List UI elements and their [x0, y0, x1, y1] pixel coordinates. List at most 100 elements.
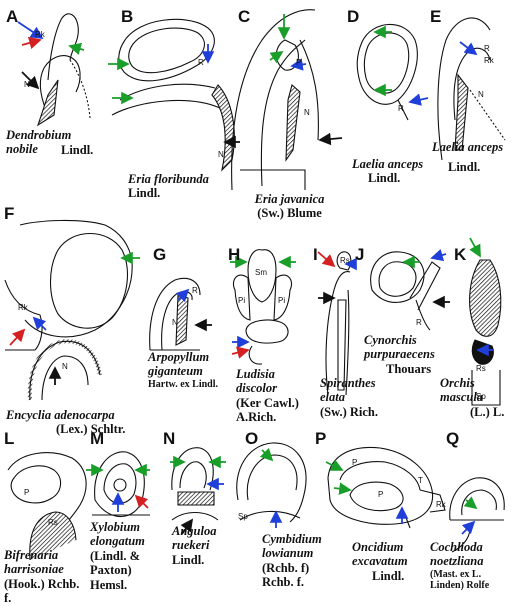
caption-k-species: Orchis mascula [440, 376, 484, 405]
panel-letter-m: M [90, 429, 105, 448]
label-pi-h-right: Pi [278, 296, 286, 305]
label-sp-k: Sp [476, 392, 486, 401]
panel-a-arrows [17, 21, 85, 90]
caption-p-author: Lindl. [372, 568, 405, 583]
label-sp-o: Sp [238, 512, 248, 521]
label-t-p: T [418, 476, 423, 485]
caption-h-author: (Ker Cawl.) A.Rich. [236, 395, 299, 425]
label-n-g: N [172, 318, 178, 327]
label-rk-e: Rk [484, 56, 494, 65]
panel-k-arrows [469, 237, 494, 357]
panel-letter-q: Q [446, 429, 460, 448]
panel-letter-k: K [454, 245, 467, 264]
label-n-c: N [304, 108, 310, 117]
label-rs-l: Rs [48, 518, 58, 527]
panel-j-arrows [402, 248, 450, 309]
panel-letter-o: O [245, 429, 259, 448]
label-r-g: R [192, 286, 198, 295]
panel-q-arrows [461, 496, 478, 535]
caption-l-species: Bifrenaria harrisoniae [4, 548, 64, 577]
label-rk-p: Rk [436, 500, 446, 509]
label-rk-f: Rk [18, 303, 28, 312]
caption-a: Dendrobium nobile Lindl. [6, 128, 116, 157]
panel-p-drawing [327, 446, 446, 529]
caption-j-author: Thouars [386, 361, 432, 376]
caption-m-species: Xylobium elongatum [90, 520, 145, 549]
panel-letter-i: I [313, 245, 318, 264]
caption-g-species: Arpopyllum giganteum [148, 350, 210, 379]
panel-n-arrows [170, 455, 226, 535]
caption-l: Bifrenaria harrisoniae (Hook.) Rchb. f. [4, 548, 86, 606]
caption-f: Encyclia adenocarpa (Lex.) Schltr. [6, 408, 146, 437]
caption-b: Eria floribunda Lindl. [128, 172, 238, 201]
label-p-p-top: P [352, 458, 358, 467]
caption-a-species: Dendrobium nobile [6, 128, 72, 157]
panel-d-arrows [373, 25, 429, 106]
panel-letter-f: F [4, 204, 15, 223]
caption-p: Oncidium excavatum Lindl. [352, 540, 428, 583]
caption-c-species: Eria javanica [254, 192, 325, 206]
caption-n-author: Lindl. [172, 552, 205, 567]
panel-i-arrows [317, 251, 357, 305]
caption-q-author: (Mast. ex L. Linden) Rolfe [430, 568, 490, 592]
panel-c-arrows [269, 14, 343, 146]
caption-i-species: Spiranthes elata [320, 376, 376, 405]
panel-g-arrows [175, 288, 212, 332]
panel-a-drawing [36, 13, 91, 127]
label-sm-h: Sm [255, 268, 267, 277]
label-n-f: N [62, 362, 68, 371]
caption-b-species: Eria floribunda [128, 172, 209, 186]
panel-letter-c: C [238, 7, 251, 26]
panel-letter-d: D [347, 7, 360, 26]
caption-o-species: Cymbidium lowianum [262, 532, 322, 561]
panel-letter-g: G [153, 245, 167, 264]
caption-n: Anguloa ruekeri Lindl. [172, 524, 234, 567]
panel-d-drawing [356, 23, 418, 121]
caption-q: Cochlioda noetzliana (Mast. ex L. Linden… [430, 540, 516, 592]
caption-h-species: Ludisia discolor [236, 367, 277, 396]
label-p-p-mid: P [378, 490, 384, 499]
label-r-d: R [398, 104, 404, 113]
caption-f-species: Encyclia adenocarpa [6, 408, 115, 422]
label-r-j: R [416, 318, 422, 327]
caption-o-author: (Rchb. f) Rchb. f. [262, 560, 310, 590]
panel-h-arrows [230, 255, 296, 359]
caption-b-author: Lindl. [128, 186, 161, 201]
panel-b-arrows [108, 44, 240, 149]
caption-d-author: Lindl. [368, 171, 401, 186]
label-pi-h-left: Pi [238, 296, 246, 305]
panel-f-drawing [4, 219, 133, 401]
panel-c-drawing [231, 9, 319, 191]
panel-letter-e: E [430, 7, 442, 26]
caption-m: Xylobium elongatum (Lindl. & Paxton) Hem… [90, 520, 162, 592]
caption-i-author: (Sw.) Rich. [320, 404, 378, 419]
panel-letter-j: J [355, 245, 365, 264]
panel-letter-b: B [121, 7, 134, 26]
caption-g: Arpopyllum giganteum Hartw. ex Lindl. [148, 350, 238, 390]
panel-letter-h: H [228, 245, 241, 264]
label-r-b: R [198, 58, 204, 67]
panel-f-arrows [9, 251, 140, 385]
caption-d-species: Laelia anceps [352, 157, 424, 171]
caption-k-author: (L.) L. [470, 404, 505, 419]
label-n-b: N [218, 150, 224, 159]
caption-m-author: (Lindl. & Paxton) Hemsl. [90, 548, 141, 592]
caption-g-author: Hartw. ex Lindl. [148, 378, 219, 390]
caption-c-author: (Sw.) Blume [257, 206, 322, 221]
caption-e-species: Laelia anceps [432, 140, 504, 154]
caption-p-species: Oncidium excavatum [352, 540, 408, 569]
panel-p-arrows [325, 459, 409, 524]
panel-o-arrows [259, 447, 283, 528]
panel-j-drawing [370, 251, 441, 331]
label-r-e: R [484, 44, 490, 53]
panel-n-drawing [171, 447, 219, 521]
caption-j-species: Cynorchis purpuraecens [364, 333, 435, 362]
caption-e: Laelia anceps Lindl. [432, 140, 516, 175]
label-p-l: P [24, 488, 30, 497]
caption-l-author: (Hook.) Rchb. f. [4, 576, 80, 606]
panel-i-drawing [325, 251, 352, 396]
panel-e-drawing [437, 17, 506, 161]
panel-l-drawing [7, 452, 87, 561]
caption-d: Laelia anceps Lindl. [352, 157, 442, 186]
